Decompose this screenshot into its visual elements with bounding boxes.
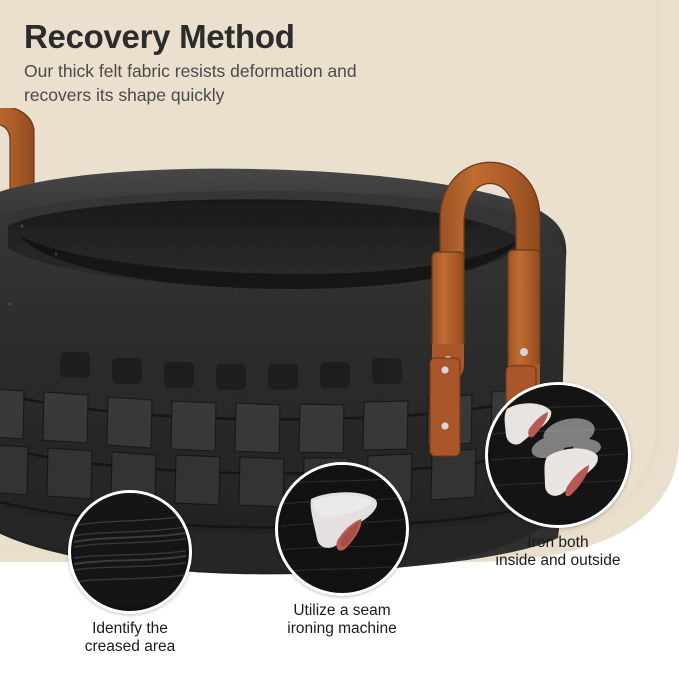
basket-handle-right	[429, 161, 541, 457]
callout-3-caption: Iron both inside and outside	[495, 534, 621, 569]
callout-identify-creased-area: Identify the creased area	[62, 490, 198, 656]
callout-2-image	[275, 462, 409, 596]
header-block: Recovery Method Our thick felt fabric re…	[24, 18, 584, 107]
page-title: Recovery Method	[24, 18, 295, 55]
callout-seam-ironing-machine: Utilize a seam ironing machine	[262, 462, 422, 638]
callout-1-image	[68, 490, 192, 614]
felt-fiber-specks	[8, 224, 522, 306]
page-subtitle: Our thick felt fabric resists deformatio…	[24, 60, 357, 105]
callout-2-caption: Utilize a seam ironing machine	[287, 602, 397, 637]
basket-rim-weave	[60, 352, 402, 390]
callout-iron-both-sides: Iron both inside and outside	[470, 382, 646, 570]
callout-3-image	[485, 382, 631, 528]
callout-1-caption: Identify the creased area	[84, 620, 176, 655]
